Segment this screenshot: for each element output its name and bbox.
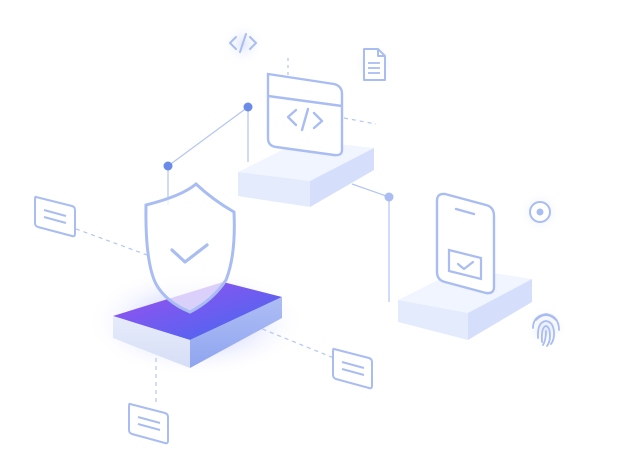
shield-check-icon (144, 181, 236, 314)
code-brackets-icon (221, 22, 265, 66)
node-dot (163, 161, 173, 171)
shield-platform (86, 181, 306, 377)
mobile-phone-icon (435, 192, 496, 295)
node-dot (384, 192, 394, 202)
network-nodes (163, 102, 394, 202)
fingerprint-icon (524, 306, 568, 350)
document-icon (352, 42, 396, 86)
message-card-icon (128, 402, 169, 445)
message-card-icon (332, 347, 373, 390)
code-platform (238, 72, 374, 207)
code-window-icon (266, 72, 344, 157)
code-brackets-icon (286, 107, 324, 132)
phone-platform (398, 192, 532, 340)
message-card-icon (34, 195, 76, 238)
target-icon (518, 190, 562, 234)
node-dot (243, 102, 253, 112)
checkbox-icon (447, 248, 483, 281)
